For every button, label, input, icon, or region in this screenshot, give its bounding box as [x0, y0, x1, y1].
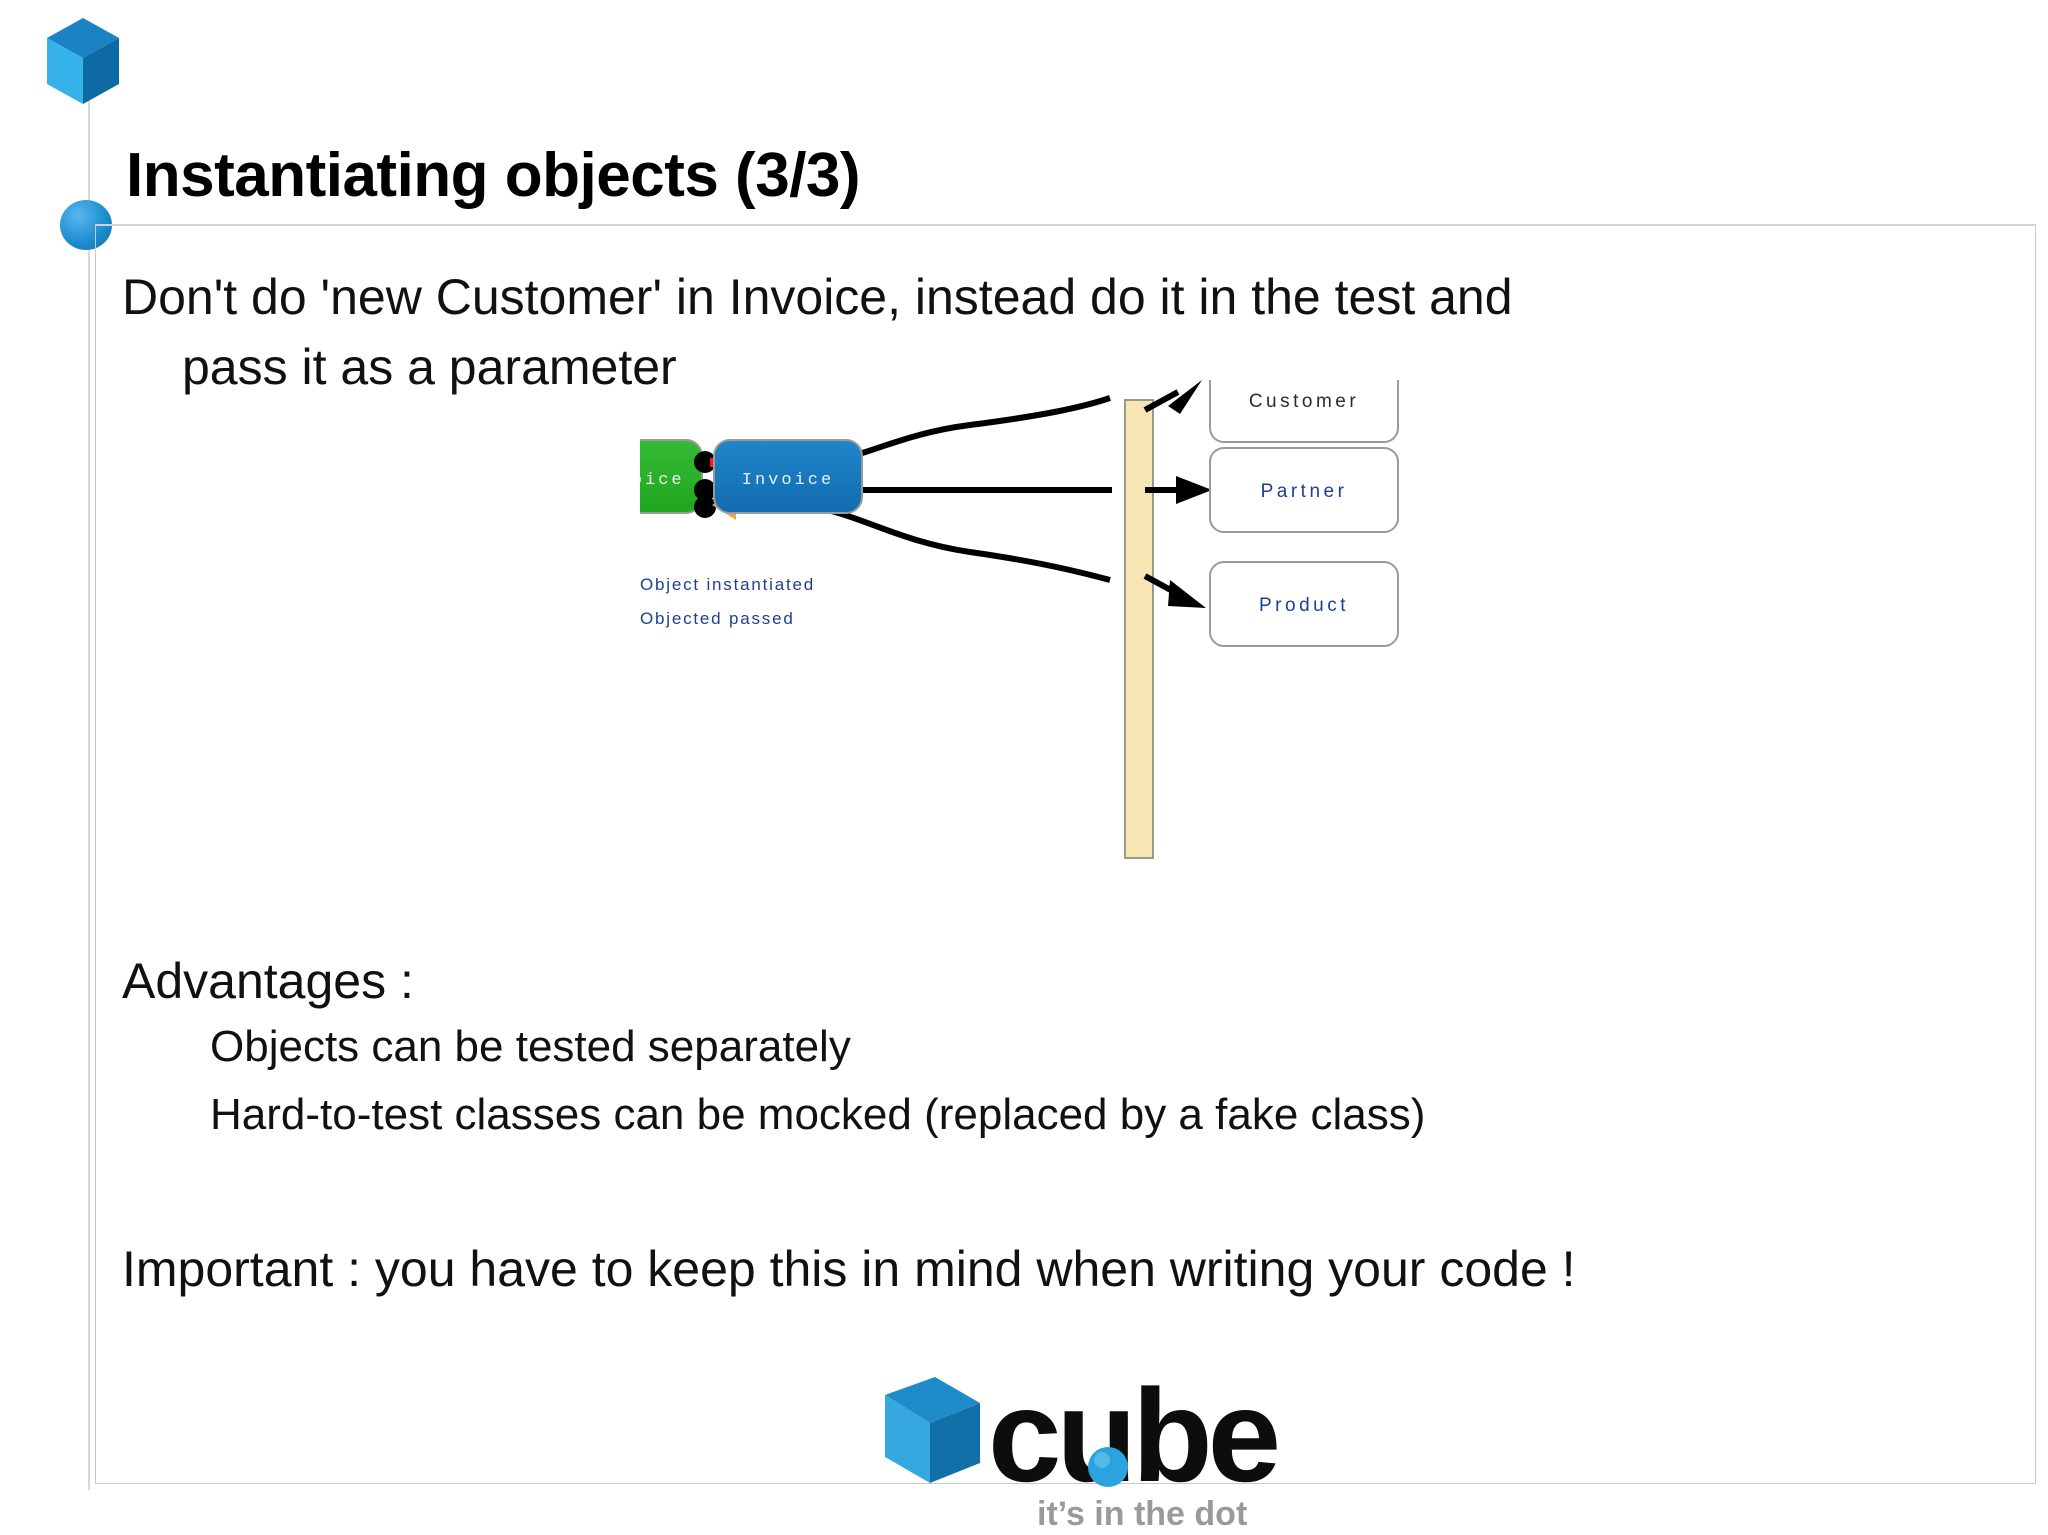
logo-wordmark: cube: [988, 1362, 1277, 1509]
node-partner-label: Partner: [1261, 481, 1348, 502]
instantiation-dot-3: [694, 496, 716, 518]
legend-object-instantiated: Object instantiated: [640, 575, 815, 594]
instantiation-dot-2: [694, 479, 716, 501]
node-customer-label: Customer: [1249, 391, 1359, 412]
instantiation-dot-1: [694, 451, 716, 473]
node-partner: [1209, 447, 1399, 533]
decorative-vertical-line: [88, 60, 90, 1490]
node-test-invoice: [640, 439, 703, 514]
node-customer: [1209, 380, 1399, 443]
node-product: [1209, 561, 1399, 647]
title-divider: [95, 224, 2036, 226]
content-frame-left-edge: [95, 224, 96, 1483]
page-title: Instantiating objects (3/3): [126, 140, 861, 210]
content-frame-right-edge: [2035, 224, 2036, 1483]
advantage-item-2: Hard-to-test classes can be mocked (repl…: [210, 1090, 1426, 1139]
lead-line-1: Don't do 'new Customer' in Invoice, inst…: [122, 269, 1513, 325]
legend-label-instantiated: Object instantiated: [640, 575, 815, 594]
important-note: Important : you have to keep this in min…: [122, 1241, 1576, 1297]
cube-bullet-icon: [44, 16, 122, 108]
legend-objected-passed: Objected passed: [640, 609, 795, 628]
arrowhead-to-partner: [1145, 476, 1212, 504]
advantage-item-1: Objects can be tested separately: [210, 1022, 851, 1071]
arrowhead-to-product: [1143, 573, 1206, 608]
advantages-heading: Advantages :: [122, 953, 414, 1009]
edge-invoice-product: [797, 502, 1111, 583]
node-invoice: [713, 439, 863, 514]
lead-paragraph: Don't do 'new Customer' in Invoice, inst…: [122, 262, 1922, 402]
node-invoice-label: Invoice: [742, 471, 834, 490]
logo-tagline: it’s in the dot: [1037, 1495, 1247, 1530]
logo-cube-icon: [885, 1377, 980, 1483]
logo-dot-icon: [1088, 1447, 1128, 1487]
object-instantiation-diagram: TestInvoice Invoice: [640, 380, 1420, 880]
node-test-invoice-label: TestInvoice: [640, 471, 685, 490]
cube-logo: cube it’s in the dot: [840, 1355, 1310, 1530]
node-product-label: Product: [1259, 595, 1349, 616]
legend-label-passed: Objected passed: [640, 609, 795, 628]
arrowhead-to-customer: [1143, 380, 1202, 414]
lead-line-2: pass it as a parameter: [182, 339, 677, 395]
boundary-bar: [1124, 399, 1154, 859]
content-frame-bottom-edge: [95, 1483, 2036, 1484]
